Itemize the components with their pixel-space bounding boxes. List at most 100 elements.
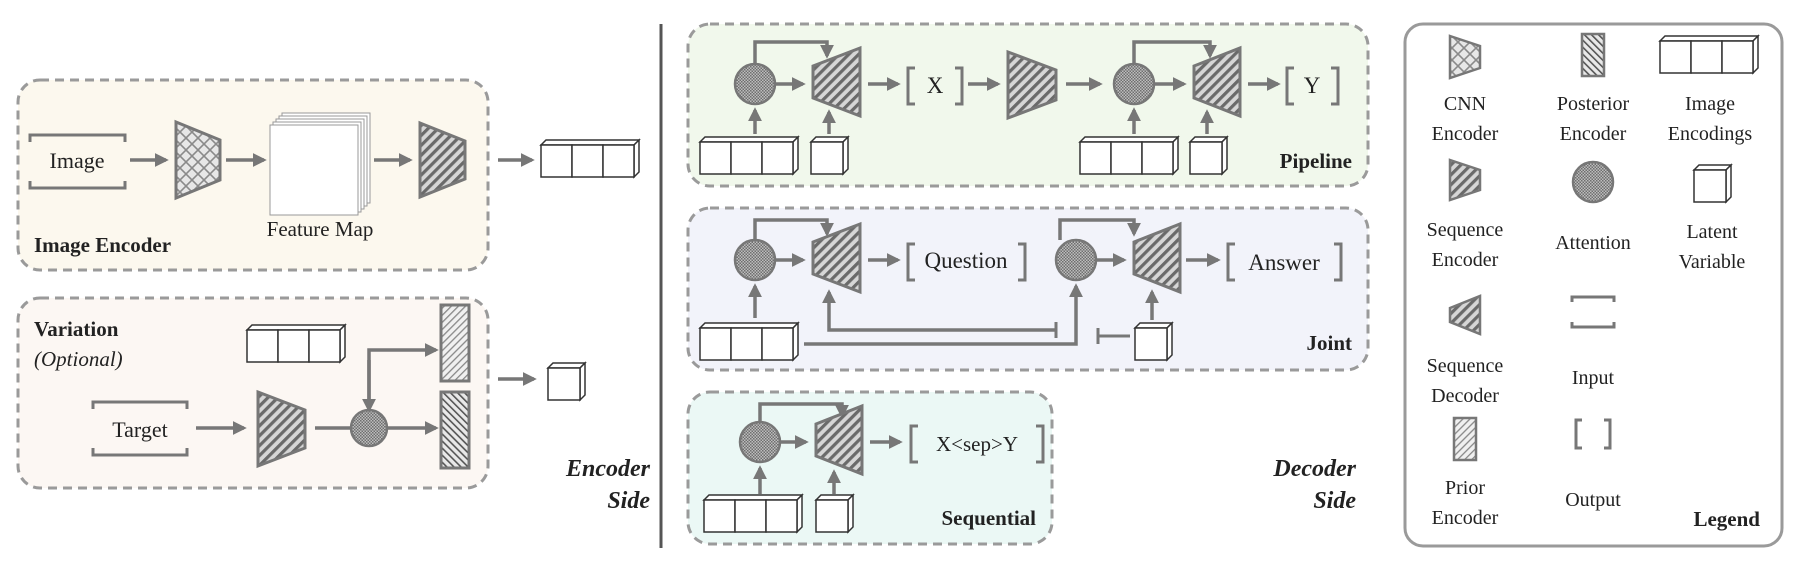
connector-arrow [822,289,1056,332]
legend-title: Legend [1693,507,1760,531]
prior-encoder-icon [1452,416,1478,462]
legend-posterior-line2: Encoder [1560,123,1627,145]
connector-arrow [753,40,834,64]
legend-seq-decoder-line2: Decoder [1431,385,1499,407]
encoder-side-label-line2: Side [607,488,650,514]
image-encodings-icon [698,321,800,362]
connector-arrow [753,218,834,240]
sequence-encoder-icon [1006,49,1058,121]
legend-input: Input [1572,367,1615,389]
sequence-decoder-icon [1132,221,1182,295]
attention-icon [733,62,777,106]
output-answer: Answer [1226,242,1343,282]
cnn-encoder-icon [174,119,222,201]
joint-title: Joint [1306,331,1352,355]
output-bracket-icon [906,66,964,106]
image-encodings-icon [1658,34,1760,75]
sequential-title: Sequential [941,506,1036,530]
attention-icon [349,408,389,448]
input-bracket-icon [28,133,127,190]
image-encodings-icon [698,135,800,176]
legend-output: Output [1565,489,1621,511]
output-sequence-label: X<sep>Y [936,432,1018,456]
connector-arrow [1132,40,1217,64]
input-bracket-icon [91,400,189,457]
variation-title: Variation [34,317,119,341]
legend-image-encodings-line1: Image [1685,93,1735,115]
output-x-label: X [927,73,944,98]
legend-seq-encoder-line1: Sequence [1427,219,1504,241]
image-encodings-icon [539,138,641,179]
sequence-decoder-icon [811,45,862,119]
variation-subtitle: (Optional) [34,347,123,371]
sequence-encoder-icon [256,389,307,469]
image-input-label: Image [50,148,105,173]
pipeline-panel: X Y [686,22,1370,188]
sequence-decoder-icon [1448,294,1482,336]
output-question-label: Question [924,248,1008,273]
legend-prior-line2: Encoder [1432,507,1499,529]
sequence-decoder-icon [811,221,862,295]
pipeline-title: Pipeline [1280,149,1352,173]
attention-icon [1571,160,1615,204]
connector-arrow [1058,218,1141,240]
decoder-side-label-line2: Side [1313,488,1356,514]
attention-icon [1054,238,1098,282]
attention-icon [1112,62,1156,106]
sequence-decoder-icon [1192,45,1242,119]
legend-panel-bg [1403,22,1784,548]
cnn-encoder-icon [1448,34,1482,80]
legend-attention: Attention [1555,232,1631,254]
latent-variable-icon [1692,163,1733,204]
output-x: X [906,66,964,106]
joint-panel: Question Answer Joint [686,206,1370,372]
legend-seq-decoder-line1: Sequence [1427,355,1504,377]
image-encodings-icon [702,493,804,534]
attention-icon [733,238,777,282]
prior-encoder-icon [439,303,471,383]
legend-posterior-line1: Posterior [1557,93,1630,115]
legend-seq-encoder-line2: Encoder [1432,249,1499,271]
output-bracket-icon [1285,66,1340,106]
connector-arrow [804,283,1083,346]
posterior-encoder-icon [439,390,471,470]
output-sequence: X<sep>Y [909,424,1045,464]
image-encodings-icon [245,323,347,364]
output-question: Question [906,242,1027,282]
output-bracket-icon [909,424,1045,464]
output-y: Y [1285,66,1340,106]
sequence-decoder-icon [814,403,864,477]
target-input: Target [91,400,189,457]
input-bracket-icon [1570,295,1616,329]
attention-icon [738,420,782,464]
latent-variable-icon [814,493,855,534]
legend-panel: CNN Encoder Posterior Encoder Image Enco… [1403,22,1784,548]
legend-latent-line2: Variable [1679,251,1746,273]
sequence-encoder-icon [1448,158,1482,202]
encoder-side-label-line1: Encoder [565,456,651,482]
legend-image-encodings-line2: Encodings [1668,123,1753,145]
output-answer-label: Answer [1248,250,1320,275]
legend-prior-line1: Prior [1445,477,1485,499]
image-encoder-title: Image Encoder [34,233,171,257]
output-y-label: Y [1304,73,1321,98]
sequence-encoder-icon [418,120,467,200]
decoder-side-label-line1: Decoder [1272,456,1356,482]
feature-map-icon [269,112,371,216]
legend-cnn-line2: Encoder [1432,123,1499,145]
image-encoder-panel: Image Feature Map Image Encoder [16,78,490,272]
posterior-encoder-icon [1580,32,1606,78]
latent-variable-icon [1188,135,1229,176]
output-bracket-icon [906,242,1027,282]
legend-latent-line1: Latent [1686,221,1738,243]
connector-arrow [758,402,849,422]
target-input-label: Target [112,417,167,442]
latent-variable-icon [809,135,850,176]
sequential-panel: X<sep>Y Sequential [686,390,1054,546]
variation-panel: Variation (Optional) Target [16,296,490,490]
image-encodings-icon [1078,135,1180,176]
image-input: Image [28,133,127,190]
latent-variable-icon [546,361,587,402]
output-bracket-icon [1226,242,1343,282]
